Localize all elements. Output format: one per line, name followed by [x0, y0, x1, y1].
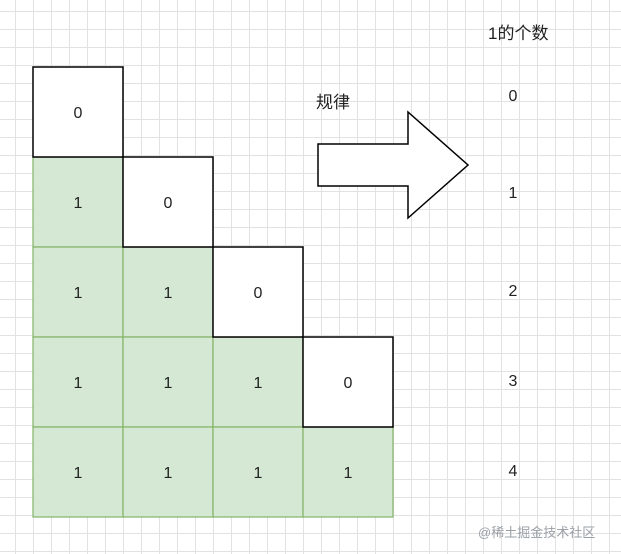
- count-row-2: 2: [508, 283, 518, 300]
- cell-r2-c2: [212, 246, 304, 338]
- count-row-1: 1: [508, 185, 518, 202]
- cell-r3-c3: [302, 336, 394, 428]
- count-column-header: 1的个数: [488, 24, 549, 43]
- cell-r2-c0: [32, 246, 124, 338]
- cell-value-r2-c0: 1: [74, 285, 83, 302]
- cell-value-r3-c1: 1: [164, 375, 173, 392]
- count-row-4: 4: [508, 463, 518, 480]
- count-row-3: 3: [508, 373, 518, 390]
- cell-value-r2-c2: 0: [254, 285, 263, 302]
- cell-r1-c1: [122, 156, 214, 248]
- cell-value-r4-c3: 1: [344, 465, 353, 482]
- cell-grid: 1 1 1 1 1 1 1 1 1 1 0 0 0 0: [32, 66, 394, 518]
- cell-value-r4-c0: 1: [74, 465, 83, 482]
- cell-r0-c0: [32, 66, 124, 158]
- cell-r4-c1: [122, 426, 214, 518]
- cell-value-r1-c0: 1: [74, 195, 83, 212]
- cell-r4-c0: [32, 426, 124, 518]
- cell-value-r4-c2: 1: [254, 465, 263, 482]
- cell-value-r3-c0: 1: [74, 375, 83, 392]
- rule-label: 规律: [316, 93, 350, 112]
- cell-value-r0-c0: 0: [74, 105, 83, 122]
- cell-value-r3-c2: 1: [254, 375, 263, 392]
- cell-value-r2-c1: 1: [164, 285, 173, 302]
- right-arrow-icon: [317, 110, 470, 220]
- cell-value-r3-c3: 0: [344, 375, 353, 392]
- count-row-0: 0: [508, 88, 518, 105]
- cell-r3-c2: [212, 336, 304, 428]
- cell-value-r1-c1: 0: [164, 195, 173, 212]
- cell-r1-c0: [32, 156, 124, 248]
- watermark: @稀土掘金技术社区: [478, 525, 596, 540]
- cell-value-r4-c1: 1: [164, 465, 173, 482]
